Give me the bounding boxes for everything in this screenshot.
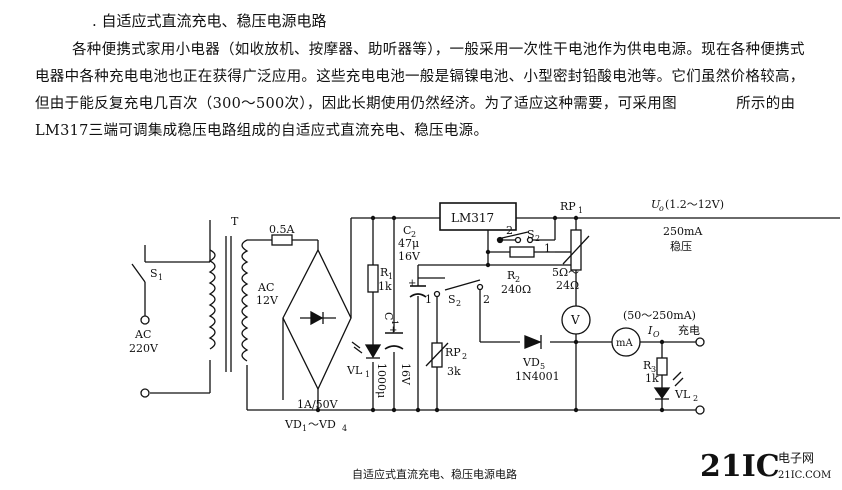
label-output-current: 250mA [663,225,703,238]
label-io: I [647,324,653,337]
bridge-diode-icon [300,310,336,326]
label-charge: 充电 [678,323,700,337]
label-rp1-value-a: 5Ω～ [552,266,579,279]
ammeter [611,327,641,357]
label-ammeter: mA [616,338,633,349]
label-c2-plus: + [408,278,416,289]
svg-text:电子网: 电子网 [778,451,814,465]
label-fuse: 0.5A [269,223,295,236]
label-uo-range: (1.2～12V) [665,198,724,211]
label-bridge-b1: 1 [302,424,307,433]
switch-s2-lower [418,277,484,298]
label-vl2-sub: 2 [693,394,698,403]
switch-s2-top [496,231,534,244]
label-current-range: (50～250mA) [623,309,696,322]
label-bridge-b2: ～VD [308,418,336,431]
label-r2-sub: 2 [515,275,520,284]
label-vl2: VL [674,388,691,401]
svg-text:21IC: 21IC [700,449,780,484]
label-r1-sub: 1 [388,272,393,281]
label-uo-sub: o [659,204,664,213]
label-r2-value: 240Ω [501,283,531,296]
label-ac12-a: AC [257,281,274,294]
label-r2: R [507,269,516,282]
potentiometer-rp1 [555,229,590,271]
label-rp2: RP [445,346,461,359]
transformer [208,236,249,372]
diode-vd5-icon [524,335,542,349]
label-s1: S [150,267,158,280]
label-vl1-sub: 1 [365,370,370,379]
label-rp2-sub: 2 [462,352,467,361]
capacitor-c1 [384,332,404,350]
label-ac220-a: AC [134,328,151,341]
label-s2-top-pos1: 1 [544,242,551,255]
label-c1-plus: + [389,325,397,336]
fuse [271,234,293,246]
label-lm317: LM317 [451,211,494,225]
label-rp1-value-b: 24Ω [556,279,579,292]
label-ac12-b: 12V [256,294,279,307]
label-s1-sub: 1 [158,273,163,282]
label-rp2-value: 3k [447,365,461,378]
label-vd5: VD [522,356,540,369]
label-vd5-part: 1N4001 [515,370,560,383]
label-output-mode: 稳压 [670,239,692,253]
label-bridge-b3: 4 [342,424,347,433]
capacitor-c2 [409,285,427,298]
logo-brand: 21IC 电子网 21IC.COM [700,449,831,484]
label-s2-top: S [527,228,535,241]
label-c1-voltage: 16V [399,363,412,386]
junction-dots [315,215,665,413]
label-s2-top-pos2: 2 [506,224,513,237]
label-ac220-b: 220V [129,342,159,355]
label-s2-low-pos1: 1 [425,293,432,306]
lm317-regulator [439,202,517,231]
label-r3: R [643,359,652,372]
label-voltmeter: V [570,313,580,327]
label-vd5-sub: 5 [540,362,545,371]
label-io-sub: O [653,330,660,339]
label-s2-low-sub: 2 [456,299,461,308]
label-rp1: RP [560,200,576,213]
label-c2: C [403,224,411,237]
label-c2-voltage: 16V [398,250,421,263]
resistor-r3 [656,357,668,376]
description-paragraph: 各种便携式家用小电器（如收放机、按摩器、助听器等），一般采用一次性干电池作为供电… [35,42,805,139]
label-c1: C [382,312,395,320]
label-s2-top-sub: 2 [535,234,540,243]
section-heading: . 自适应式直流充电、稳压电源电路 [92,12,327,30]
label-c1-value: 1000μ [375,363,388,398]
label-bridge-a: 1A/50V [297,398,339,411]
label-r3-value: 1k [645,372,659,385]
label-s2-low: S [448,293,456,306]
label-r1-value: 1k [378,280,392,293]
21ic-logo: 21IC 电子网 21IC.COM [700,449,831,484]
led-vl1-icon [351,341,382,359]
potentiometer-rp2 [425,342,449,368]
label-uo: U [651,198,661,211]
resistor-r1 [367,264,379,293]
led-vl2-icon [653,371,684,400]
label-r3-sub: 3 [651,365,656,374]
label-vl1: VL [346,364,363,377]
figure-caption: 自适应式直流充电、稳压电源电路 [352,468,517,481]
label-r1: R [380,266,389,279]
label-c1-sub: 1 [390,320,399,325]
svg-text:21IC.COM: 21IC.COM [778,470,831,481]
label-c2-sub: 2 [411,230,416,239]
component-labels: T S 1 AC 220V 0.5A AC 12V 1A/50V VD 1 ～V… [129,198,724,433]
voltmeter [561,305,591,335]
label-bridge-b: VD [284,418,302,431]
wires [144,217,840,411]
resistor-r2 [509,246,535,258]
switch-s1 [131,263,146,283]
label-s2-low-pos2: 2 [483,293,490,306]
terminals [140,315,705,415]
label-rp1-sub: 1 [578,206,583,215]
label-c2-value: 47μ [398,237,419,250]
label-t: T [231,215,239,228]
